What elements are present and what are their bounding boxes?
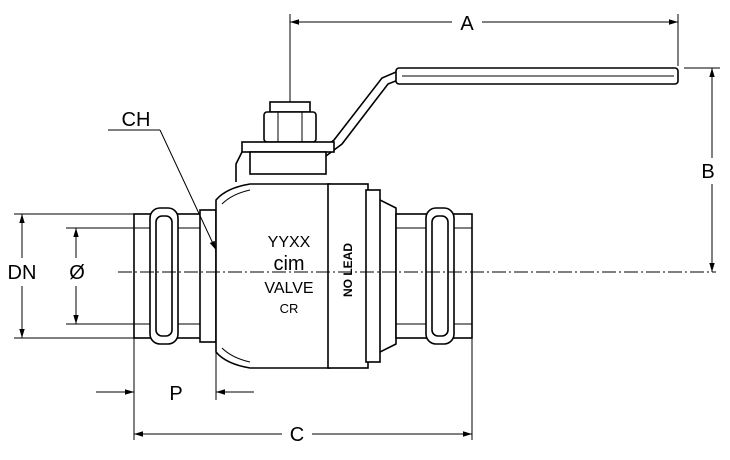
marking-brand: cim bbox=[273, 253, 304, 275]
dimension-dn bbox=[2, 213, 134, 339]
dimension-p bbox=[96, 338, 254, 440]
dimension-diameter-label: Ø bbox=[69, 262, 85, 284]
dimension-diameter bbox=[66, 227, 134, 325]
dimension-a-label: A bbox=[460, 13, 474, 35]
marking-date-code: YYXX bbox=[268, 234, 311, 251]
right-press-fitting bbox=[395, 207, 473, 345]
dimension-c-label: C bbox=[290, 424, 304, 446]
dimension-ch-label: CH bbox=[122, 109, 151, 131]
dimension-c bbox=[134, 338, 473, 446]
dimension-b bbox=[684, 67, 726, 272]
dimension-b-label: B bbox=[701, 161, 714, 183]
stem-nut bbox=[235, 101, 335, 182]
dimension-p-label: P bbox=[169, 383, 182, 405]
valve-body bbox=[215, 183, 397, 369]
dimension-dn-label: DN bbox=[8, 262, 37, 284]
lever-handle bbox=[317, 67, 679, 157]
marking-logo: CR bbox=[280, 301, 299, 316]
left-press-fitting bbox=[133, 207, 217, 345]
dimension-ch-leader bbox=[108, 129, 217, 251]
marking-product: VALVE bbox=[264, 280, 313, 297]
marking-lead-free: NO LEAD bbox=[341, 243, 355, 297]
dimension-a bbox=[289, 10, 679, 102]
